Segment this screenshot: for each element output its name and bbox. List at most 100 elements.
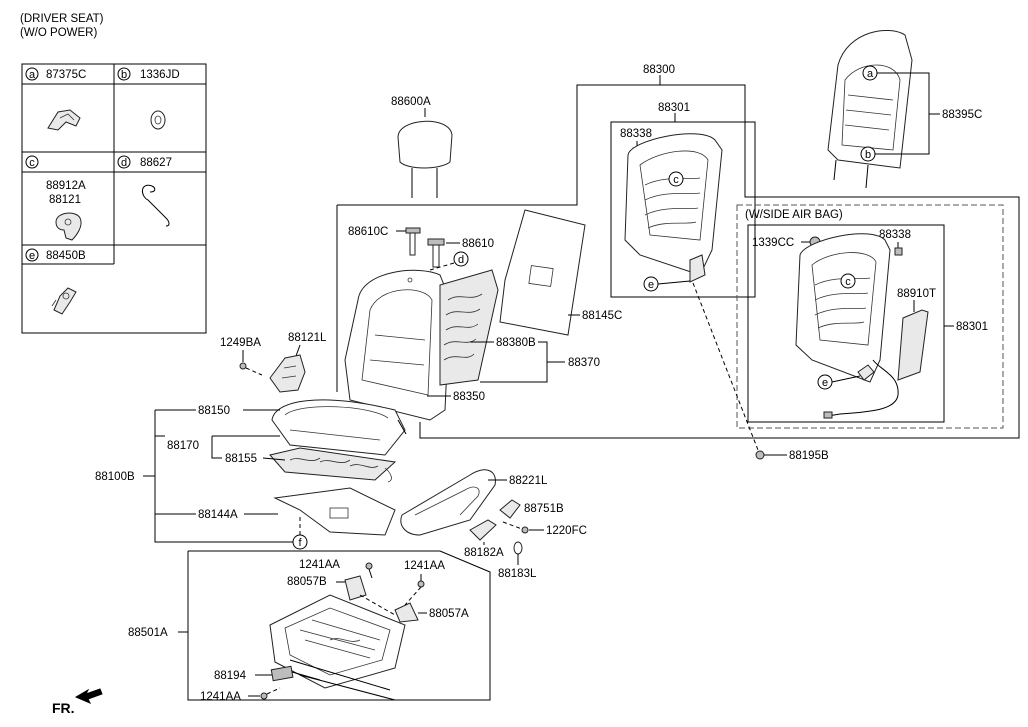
label-88301-top: 88301: [658, 102, 690, 114]
label-88183l: 88183L: [498, 568, 537, 580]
callout-d: [453, 251, 469, 267]
label-88194: 88194: [214, 670, 247, 682]
legend-a-part: 87375C: [46, 69, 86, 81]
screw-1220fc-icon: [502, 521, 529, 534]
seatback-cover-88350-icon: [344, 269, 451, 421]
label-88144a: 88144A: [198, 509, 238, 521]
pad-88380b-icon: [439, 269, 499, 386]
legend-b-letter: b: [121, 69, 127, 81]
legend-table: a 87375C b 1336JD c 88912A 88121 d 88627: [21, 63, 207, 334]
clip-88338-sab-icon: [894, 247, 903, 256]
svg-text:b: b: [865, 149, 871, 161]
cushion-cover-88150-icon: [271, 399, 406, 456]
label-88182a: 88182A: [464, 547, 504, 559]
leader-88195b: [692, 282, 759, 451]
bolt-88195b-icon: [755, 450, 770, 460]
legend-d-circle: [117, 155, 131, 169]
seatback-frame-sab-icon: [795, 233, 891, 383]
side-cover-88221l-icon: [400, 469, 496, 536]
header-wo-power: (W/O POWER): [20, 27, 97, 39]
seatback-frame-top-icon: [624, 133, 723, 283]
panel-88145c-icon: [499, 209, 586, 336]
label-88100b: 88100B: [95, 471, 135, 483]
label-1241aa-2: 1241AA: [404, 560, 445, 572]
front-direction-label: FR.: [52, 700, 75, 716]
adjuster-88501a-box: [187, 550, 491, 701]
headrest-88600a-icon: [397, 120, 453, 198]
legend-b-circle: [117, 67, 131, 81]
legend-a-circle: [25, 67, 39, 81]
legend-d-letter: d: [121, 157, 127, 169]
label-88610: 88610: [462, 238, 494, 250]
label-88057b: 88057B: [287, 576, 327, 588]
legend-a-letter: a: [29, 69, 36, 81]
label-88338-top: 88338: [620, 128, 652, 140]
label-88195b: 88195B: [789, 450, 829, 462]
svg-text:f: f: [298, 537, 302, 549]
frame-88301-box: [610, 121, 756, 298]
seat-track-88501a-icon: [269, 594, 406, 701]
sheet-88144a-icon: [273, 487, 396, 536]
label-88350: 88350: [453, 391, 485, 403]
svg-text:d: d: [458, 254, 464, 266]
legend-e-part: 88450B: [46, 250, 86, 262]
legend-c-circle: [25, 155, 39, 169]
label-88751b: 88751B: [524, 503, 564, 515]
screw-1249ba-icon: [239, 362, 263, 376]
clip-88450b-icon: [51, 287, 77, 315]
label-88501a: 88501A: [128, 627, 168, 639]
grommet-1336jd-icon: [150, 110, 166, 130]
label-88370: 88370: [568, 357, 600, 369]
svg-text:c: c: [845, 276, 851, 288]
label-1241aa-1: 1241AA: [299, 559, 340, 571]
legend-c-part1: 88912A: [46, 180, 86, 192]
clip-e-sab-icon: [857, 364, 875, 381]
side-airbag-inner-box: [747, 224, 945, 423]
bolt-1241aa-1-icon: [365, 562, 373, 579]
legend-c-letter: c: [29, 157, 35, 169]
legend-e-circle: [25, 248, 39, 262]
label-88910t: 88910T: [897, 288, 936, 300]
side-airbag-outer-box: [736, 204, 1004, 429]
guide-88610c-icon: [405, 227, 421, 256]
label-1249ba: 1249BA: [220, 337, 261, 349]
bracket-88057a-icon: [394, 602, 427, 623]
handle-88194-icon: [270, 665, 321, 682]
legend-e-letter: e: [29, 250, 35, 262]
clip-88912a-icon: [55, 212, 82, 241]
cushion-pad-88155-icon: [269, 447, 397, 483]
clip-87375c-icon: [47, 109, 81, 131]
label-1339cc: 1339CC: [752, 237, 794, 249]
trim-88121l-icon: [269, 354, 306, 393]
label-88121l: 88121L: [288, 332, 327, 344]
label-88170: 88170: [167, 440, 199, 452]
header-driver-seat: (DRIVER SEAT): [20, 13, 104, 25]
label-88155: 88155: [225, 453, 257, 465]
label-88610c: 88610C: [348, 226, 388, 238]
callout-c-top: [668, 171, 684, 187]
legend-c-part2: 88121: [49, 194, 81, 206]
label-88338-sab: 88338: [879, 229, 911, 241]
wire-hook-88627-icon: [142, 184, 170, 227]
label-88221l: 88221L: [509, 475, 548, 487]
label-88057a: 88057A: [429, 608, 469, 620]
lever-88182a-icon: [469, 519, 497, 541]
bolt-1241aa-2-icon: [417, 574, 425, 588]
label-88300: 88300: [643, 64, 675, 76]
cap-88183l-icon: [513, 541, 523, 555]
legend-b-part: 1336JD: [140, 69, 180, 81]
label-88301-sab: 88301: [956, 321, 988, 333]
label-88150: 88150: [198, 405, 230, 417]
label-88380b: 88380B: [496, 337, 536, 349]
assembly-88300-frame: [336, 75, 1020, 439]
svg-text:a: a: [867, 68, 874, 80]
knob-88751b-icon: [499, 499, 521, 519]
label-1220fc: 1220FC: [546, 525, 587, 537]
svg-text:e: e: [822, 377, 828, 389]
bolt-1241aa-3-icon: [260, 687, 281, 700]
callout-c-sab: [840, 273, 856, 289]
back-panel-88395c-icon: [827, 29, 913, 189]
svg-text:c: c: [673, 174, 679, 186]
bracket-88057b-icon: [336, 575, 367, 601]
label-88145c: 88145C: [582, 310, 622, 322]
